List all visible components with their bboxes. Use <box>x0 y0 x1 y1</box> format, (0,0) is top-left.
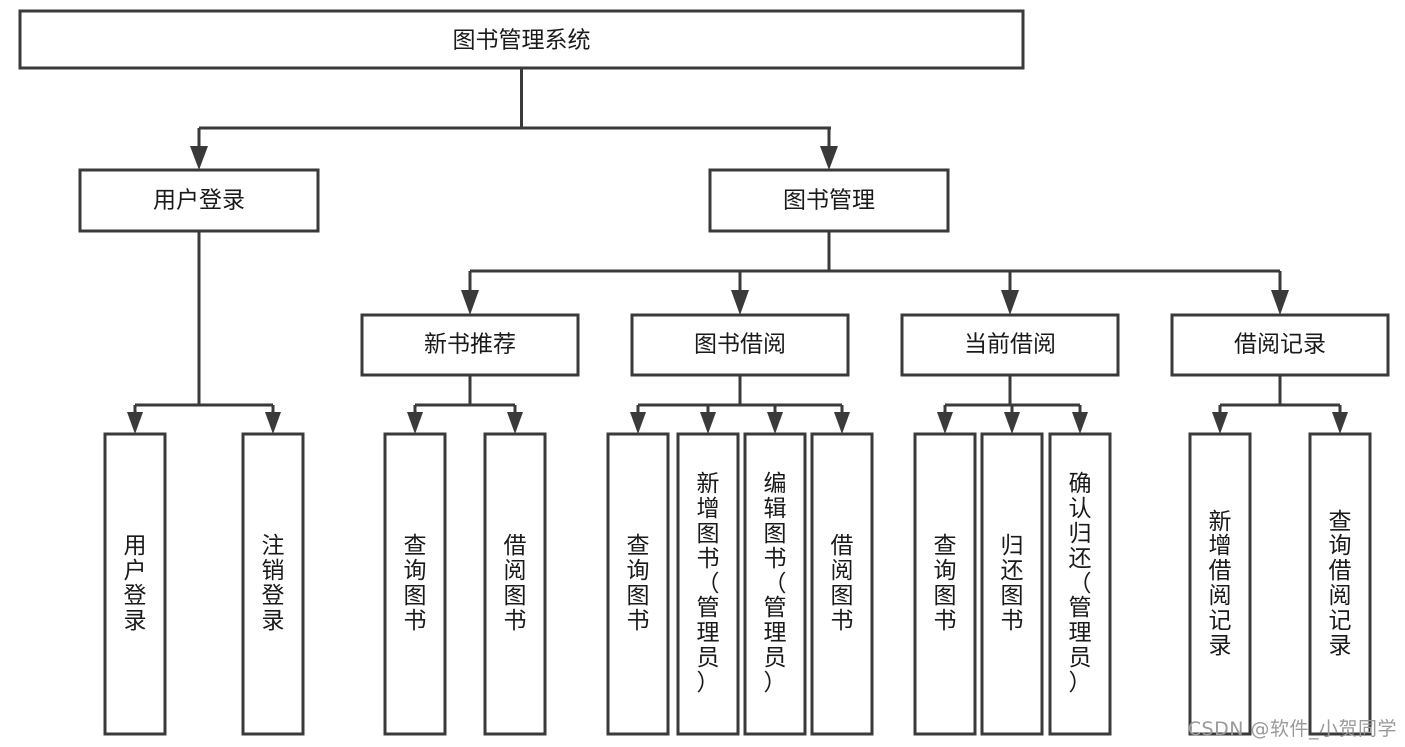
leaf-query-record-box[interactable] <box>1308 432 1372 736</box>
arrowhead-leaf-query-book-cur <box>937 412 953 434</box>
edge-bookmanage-bus <box>468 231 1282 292</box>
node-borrow-record[interactable]: 借阅记录 <box>1170 313 1390 377</box>
arrowhead-book-manage <box>820 146 838 170</box>
node-book-manage[interactable]: 图书管理 <box>708 168 950 233</box>
leaf-add-book-box[interactable] <box>676 432 740 736</box>
node-borrow-record-label: 借阅记录 <box>1234 332 1326 358</box>
edge-userlogin-bus <box>133 231 275 418</box>
leaf-edit-book-box[interactable] <box>743 432 807 736</box>
edge-root-bus <box>197 68 831 152</box>
watermark-text: CSDN @软件_小贺同学 <box>1187 718 1397 740</box>
node-new-book-rec-box[interactable] <box>360 313 580 377</box>
arrowhead-leaf-add-book <box>700 412 716 434</box>
node-borrow-record-label-box[interactable] <box>1170 313 1390 377</box>
arrowhead-leaf-add-record <box>1212 412 1228 434</box>
arrowhead-leaf-query-book-rec <box>407 412 423 434</box>
arrowhead-user-login <box>190 146 208 170</box>
leaf-query-book-cur-box[interactable] <box>913 432 977 736</box>
node-book-manage-box[interactable] <box>708 168 950 233</box>
arrowhead-leaf-confirm-return <box>1072 412 1088 434</box>
edge-newbookrec-bus <box>413 375 517 418</box>
node-current-borrow-label: 当前借阅 <box>964 332 1056 358</box>
leaf-borrow-book-rec-box[interactable] <box>483 432 547 736</box>
arrowhead-borrow-record <box>1271 290 1289 315</box>
node-book-borrow-label: 图书借阅 <box>694 332 786 358</box>
leaf-borrow-book-bo-box[interactable] <box>810 432 874 736</box>
node-book-manage-label: 图书管理 <box>783 188 875 214</box>
leaf-layer <box>103 432 1372 736</box>
arrowhead-leaf-borrow-book-bo <box>834 412 850 434</box>
arrowhead-leaf-return-book <box>1004 412 1020 434</box>
node-root-box[interactable] <box>18 9 1025 70</box>
node-root-label: 图书管理系统 <box>453 28 591 54</box>
node-current-borrow-box[interactable] <box>900 313 1120 377</box>
leaf-logout-box[interactable] <box>241 432 305 736</box>
edge-bookborrow-bus <box>636 375 844 418</box>
node-user-login-label: 用户登录 <box>153 188 245 214</box>
node-new-book-rec-label: 新书推荐 <box>424 332 516 358</box>
arrowhead-leaf-logout <box>265 412 281 434</box>
node-book-borrow-box[interactable] <box>630 313 850 377</box>
node-user-login-box[interactable] <box>78 168 320 233</box>
leaf-add-record-box[interactable] <box>1188 432 1252 736</box>
arrowhead-leaf-borrow-book-rec <box>507 412 523 434</box>
arrowhead-leaf-edit-book <box>767 412 783 434</box>
leaf-confirm-return-box[interactable] <box>1048 432 1112 736</box>
node-root[interactable]: 图书管理系统 <box>18 9 1025 70</box>
edge-currentborrow-bus <box>943 375 1082 418</box>
connector-layer <box>127 68 1348 434</box>
leaf-query-book-rec-box[interactable] <box>383 432 447 736</box>
leaf-user-login-box[interactable] <box>103 432 167 736</box>
node-book-borrow[interactable]: 图书借阅 <box>630 313 850 377</box>
arrowhead-leaf-query-book-bo <box>630 412 646 434</box>
edge-borrowrecord-bus <box>1218 375 1342 418</box>
node-user-login[interactable]: 用户登录 <box>78 168 320 233</box>
node-new-book-rec[interactable]: 新书推荐 <box>360 313 580 377</box>
arrowhead-book-borrow <box>731 290 749 315</box>
node-current-borrow[interactable]: 当前借阅 <box>900 313 1120 377</box>
arrowhead-new-book-rec <box>461 290 479 315</box>
arrowhead-leaf-user-login <box>127 412 143 434</box>
arrowhead-current-borrow <box>1001 290 1019 315</box>
leaf-query-book-bo-box[interactable] <box>606 432 670 736</box>
leaf-return-book-box[interactable] <box>980 432 1044 736</box>
arrowhead-leaf-query-record <box>1332 412 1348 434</box>
